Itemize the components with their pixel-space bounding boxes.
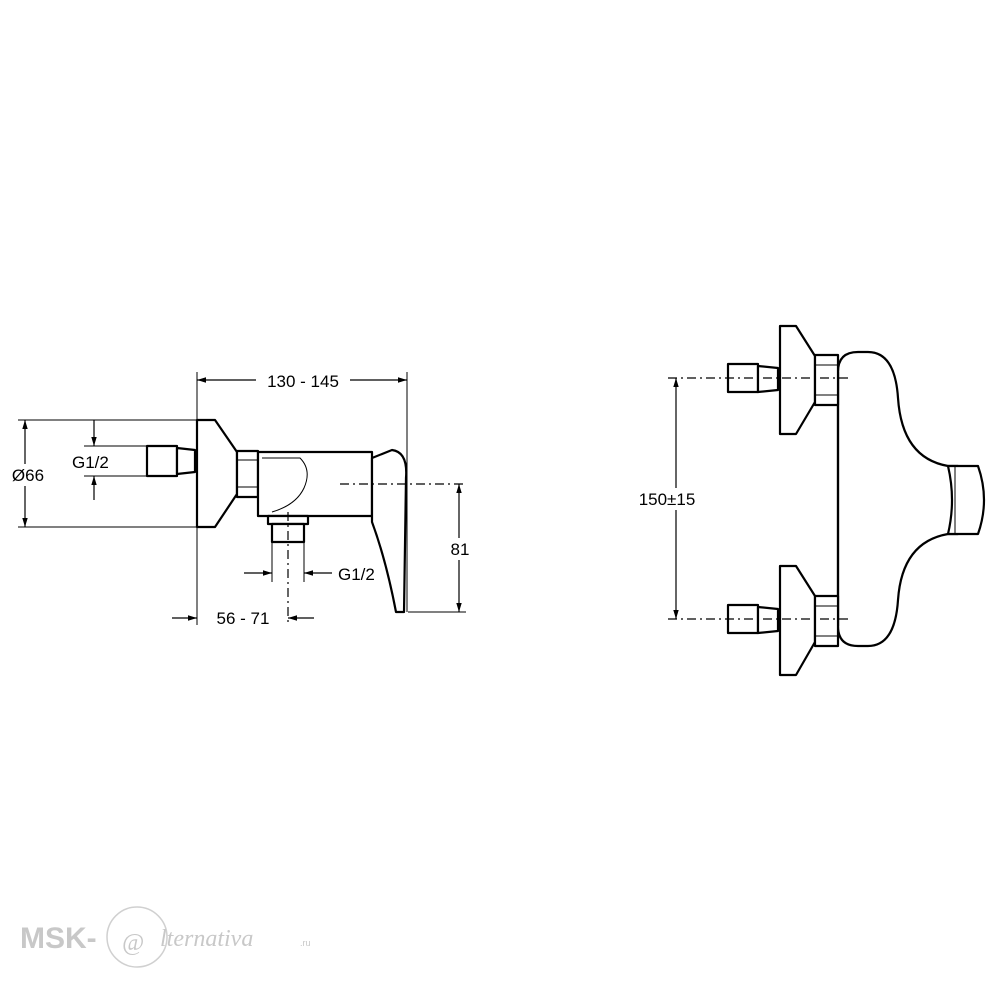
watermark-logo: MSK- @ lternativa .ru <box>20 906 311 968</box>
front-body <box>836 350 960 648</box>
lever-handle <box>370 448 408 614</box>
dim-inlet-thread: G1/2 <box>72 453 109 472</box>
dim-flange-diameter: Ø66 <box>12 466 44 485</box>
upper-inlet <box>726 324 840 436</box>
dim-overall-length: 130 - 145 <box>267 372 339 391</box>
front-outlet-cap <box>946 464 986 536</box>
dim-outlet-thread: G1/2 <box>338 565 375 584</box>
dim-inlet-spacing: 150±15 <box>639 490 696 509</box>
lower-inlet <box>726 564 840 677</box>
svg-text:MSK-: MSK- <box>20 922 97 955</box>
svg-text:.ru: .ru <box>300 938 311 948</box>
side-view: 130 - 145 Ø66 G1/2 G1/2 56 - 71 81 <box>5 369 476 628</box>
front-view: 150±15 <box>630 324 986 677</box>
svg-text:lternativa: lternativa <box>160 926 253 952</box>
wall-flange <box>195 418 239 529</box>
hex-nut <box>235 449 260 499</box>
inlet-nipple <box>145 444 197 478</box>
dim-height: 81 <box>451 540 470 559</box>
svg-text:@: @ <box>122 930 144 956</box>
dim-wall-to-outlet: 56 - 71 <box>217 609 270 628</box>
body-contour <box>262 457 308 513</box>
